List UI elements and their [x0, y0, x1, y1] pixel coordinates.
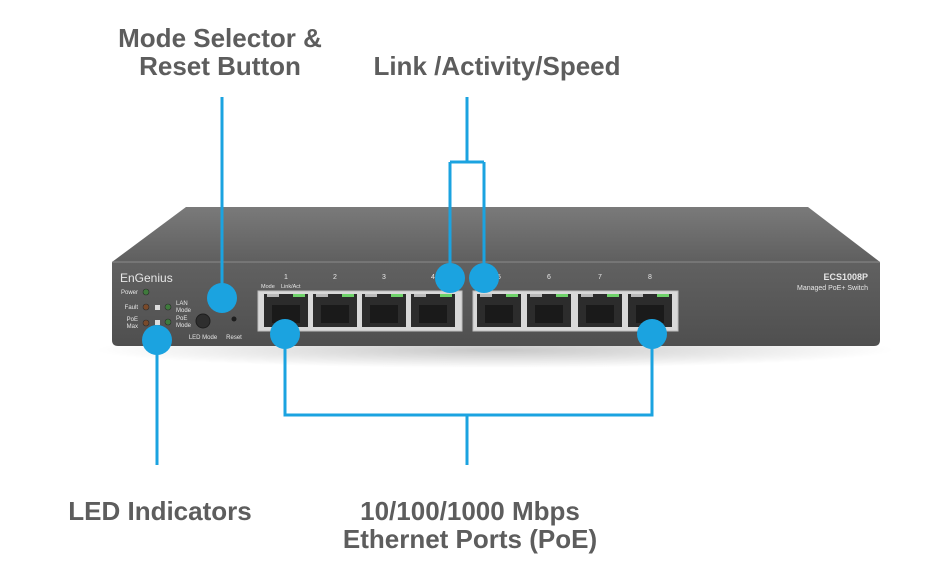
link-activity-dot-right-icon: [469, 263, 499, 293]
port-number-1: 1: [284, 274, 288, 281]
link-activity-callout-title: Link /Activity/Speed: [352, 52, 642, 80]
ethernet-ports-title-line1: 10/100/1000 Mbps: [360, 496, 580, 526]
led-indicators-title: LED Indicators: [68, 496, 252, 526]
port-number-6: 6: [547, 274, 551, 281]
reset-button[interactable]: [231, 316, 237, 322]
ethernet-ports-title-line2: Ethernet Ports (PoE): [342, 524, 598, 554]
port-number-3: 3: [382, 274, 386, 281]
port-number-2: 2: [333, 274, 337, 281]
poe-max-led-icon: [142, 319, 150, 327]
ethernet-ports-line: [283, 334, 654, 465]
led-label-lan-mode-2: Mode: [176, 308, 192, 314]
led-label-poe-mode-1: PoE: [176, 316, 187, 322]
reset-label: Reset: [226, 335, 242, 341]
ethernet-port-6[interactable]: [527, 294, 571, 327]
port-header-mode: Mode: [261, 284, 275, 290]
ethernet-ports-callout-title: 10/100/1000 Mbps Ethernet Ports (PoE): [320, 497, 620, 553]
ethernet-port-4[interactable]: [411, 294, 455, 327]
mode-selector-dot-icon: [207, 283, 237, 313]
port-number-4: 4: [431, 274, 435, 281]
led-label-fault: Fault: [125, 305, 139, 311]
chassis-top: [112, 207, 880, 262]
ethernet-port-5[interactable]: [477, 294, 521, 327]
led-indicators-dot-icon: [142, 325, 172, 355]
led-label-poe-max-2: Max: [127, 324, 138, 330]
link-activity-title: Link /Activity/Speed: [373, 51, 621, 81]
led-label-poe-max-1: PoE: [127, 317, 138, 323]
led-indicators-callout-title: LED Indicators: [50, 497, 270, 525]
poe-mode-led-icon: [164, 318, 172, 326]
fault-led-icon: [142, 303, 150, 311]
model-subtitle: Managed PoE+ Switch: [797, 285, 868, 292]
poe-mode-square-icon: [155, 320, 160, 325]
port-number-7: 7: [598, 274, 602, 281]
model-name: ECS1008P: [823, 272, 868, 282]
mode-selector-title-line1: Mode Selector &: [118, 23, 322, 53]
led-mode-button[interactable]: [195, 313, 211, 329]
port-number-5: 5: [497, 274, 501, 281]
callout-lines: [155, 97, 654, 465]
port-number-8: 8: [648, 274, 652, 281]
port-header-link-act: Link/Act: [281, 284, 301, 290]
link-activity-dot-left-icon: [435, 263, 465, 293]
lan-mode-led-icon: [164, 303, 172, 311]
brand-logo: EnGenius: [120, 271, 173, 285]
ethernet-port-7[interactable]: [578, 294, 622, 327]
led-label-lan-mode-1: LAN: [176, 301, 188, 307]
ethernet-port-dot-right-icon: [637, 319, 667, 349]
power-led-icon: [142, 288, 150, 296]
ethernet-port-2[interactable]: [313, 294, 357, 327]
link-activity-line: [448, 97, 486, 278]
ethernet-port-3[interactable]: [362, 294, 406, 327]
ethernet-port-dot-left-icon: [270, 319, 300, 349]
led-label-poe-mode-2: Mode: [176, 323, 192, 329]
lan-mode-square-icon: [155, 305, 160, 310]
led-mode-label: LED Mode: [189, 335, 218, 341]
led-label-power: Power: [121, 290, 138, 296]
mode-selector-title-line2: Reset Button: [139, 51, 301, 81]
mode-selector-callout-title: Mode Selector & Reset Button: [105, 24, 335, 80]
